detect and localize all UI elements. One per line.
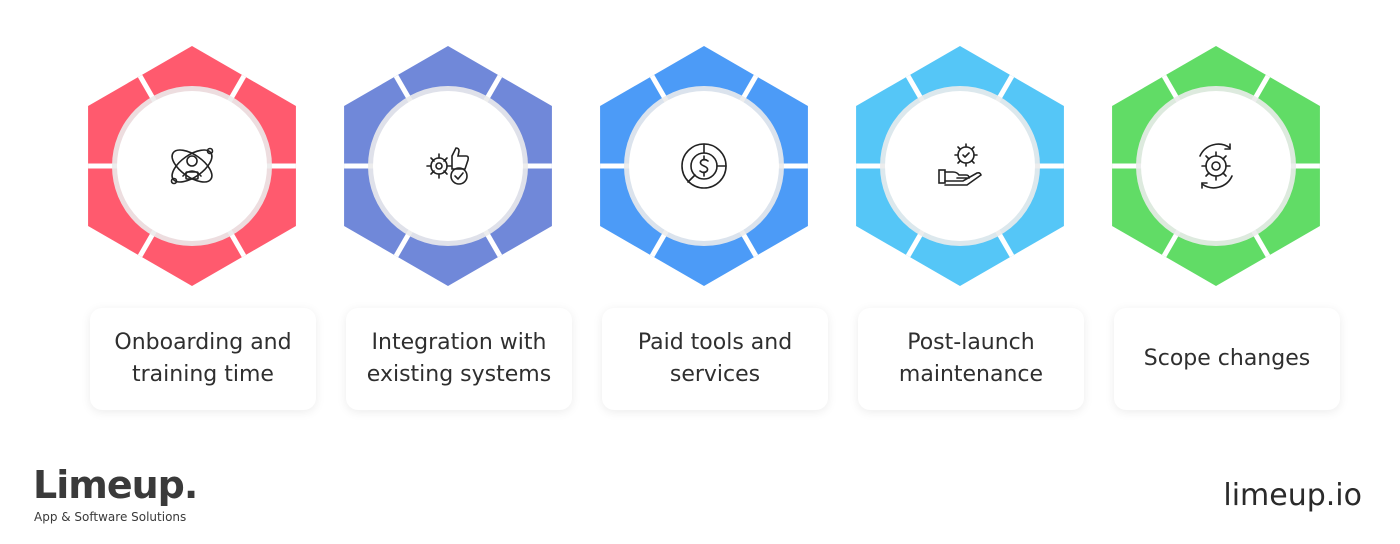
- hand-gear-icon: [938, 143, 982, 186]
- icon-circle: [1141, 91, 1291, 241]
- hexagon-ring: [598, 46, 810, 286]
- gear-cycle-icon: [1199, 143, 1233, 189]
- cost-item-maintenance: Post-launch maintenance: [844, 46, 1084, 416]
- icon-circle: [885, 91, 1035, 241]
- label-card: Post-launch maintenance: [858, 308, 1084, 410]
- item-label: Scope changes: [1143, 346, 1311, 371]
- hexagon-ring: [854, 46, 1066, 286]
- label-card: Onboarding and training time: [90, 308, 316, 410]
- label-card: Paid tools and services: [602, 308, 828, 410]
- cost-item-paid-tools: Paid tools and services: [588, 46, 828, 416]
- website-link[interactable]: limeup.io: [1223, 478, 1362, 513]
- person-orbit-icon: [170, 147, 214, 185]
- cost-item-integration: Integration with existing systems: [332, 46, 572, 416]
- hexagon-ring: [342, 46, 554, 286]
- hexagon-ring: [1110, 46, 1322, 286]
- cost-item-scope: Scope changes: [1100, 46, 1340, 416]
- cost-item-onboarding: Onboarding and training time: [76, 46, 316, 416]
- gear-thumbs-up-icon: [426, 147, 470, 185]
- item-label: Integration with existing systems: [366, 330, 552, 387]
- label-card: Scope changes: [1114, 308, 1340, 410]
- label-card: Integration with existing systems: [346, 308, 572, 410]
- brand-logo: Limeup.: [33, 463, 198, 507]
- brand-tagline: App & Software Solutions: [34, 510, 187, 524]
- hexagon-ring: [86, 46, 298, 286]
- dollar-chart-icon: [681, 143, 727, 189]
- item-label: Paid tools and services: [637, 330, 793, 387]
- item-label: Onboarding and training time: [114, 330, 292, 387]
- item-label: Post-launch maintenance: [898, 330, 1044, 387]
